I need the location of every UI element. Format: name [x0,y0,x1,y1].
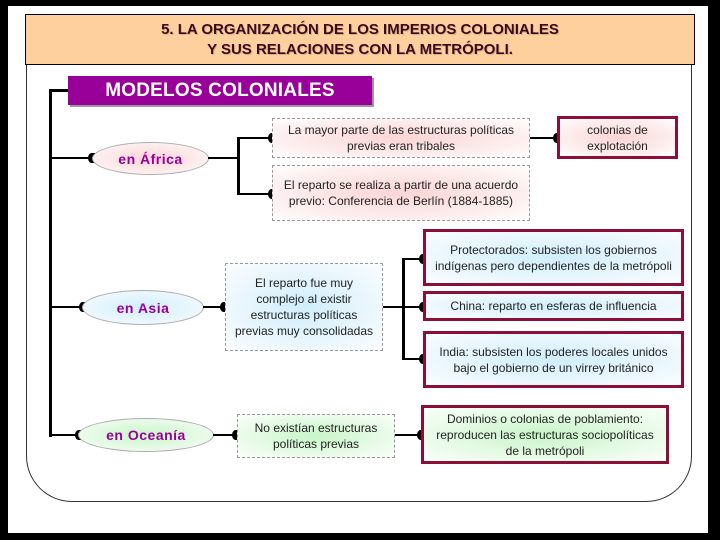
connector-asia-vertical [402,258,405,360]
africa-berlin-box: El reparto se realiza a partir de una ac… [272,165,530,221]
root-node: MODELOS COLONIALES [68,76,372,105]
page-title: 5. LA ORGANIZACIÓN DE LOS IMPERIOS COLON… [25,14,695,65]
connector-asia-1 [402,258,424,260]
connector-asia-middle [203,306,225,308]
connector-oceania-result [395,434,422,436]
connector-dot [419,354,426,364]
oceania-result-box: Dominios o colonias de poblamiento: repr… [421,405,669,464]
connector-dot [419,254,426,264]
connector-root-horizontal [49,89,69,92]
connector-dot [419,302,426,312]
content-frame [26,60,692,502]
connector-africa [51,157,93,159]
connector-africa-branch [208,157,239,159]
title-line-1: 5. LA ORGANIZACIÓN DE LOS IMPERIOS COLON… [161,21,559,38]
connector-dot [553,133,560,143]
node-asia: en Asia [82,290,204,325]
connector-oceania [51,434,79,436]
connector-asia [51,306,83,308]
asia-protectorados-box: Protectorados: subsisten los gobiernos i… [423,229,684,286]
connector-dot [220,302,227,312]
title-line-2: Y SUS RELACIONES CON LA METRÓPOLI. [207,41,513,58]
connector-africa-1 [237,137,273,139]
connector-dot [232,430,239,440]
africa-structures-box: La mayor parte de las estructuras políti… [272,118,530,158]
africa-result-box: colonias de explotación [557,116,678,159]
node-africa: en África [92,142,209,175]
oceania-middle-box: No existían estructuras políticas previa… [237,414,395,458]
connector-dot [268,189,275,199]
connector-africa-result [530,137,558,139]
connector-trunk [49,89,52,437]
connector-dot [268,133,275,143]
node-oceania: en Oceanía [78,418,214,452]
connector-asia-2 [402,306,424,308]
connector-asia-branch [383,306,405,308]
connector-dot [88,153,95,163]
connector-asia-3 [402,358,424,360]
asia-india-box: India: subsisten los poderes locales uni… [423,331,684,388]
connector-africa-vertical [237,137,240,195]
connector-dot [417,430,424,440]
asia-china-box: China: reparto en esferas de influencia [423,291,684,321]
connector-africa-2 [237,193,273,195]
connector-oceania-middle [213,434,237,436]
asia-middle-box: El reparto fue muy complejo al existir e… [225,263,383,351]
